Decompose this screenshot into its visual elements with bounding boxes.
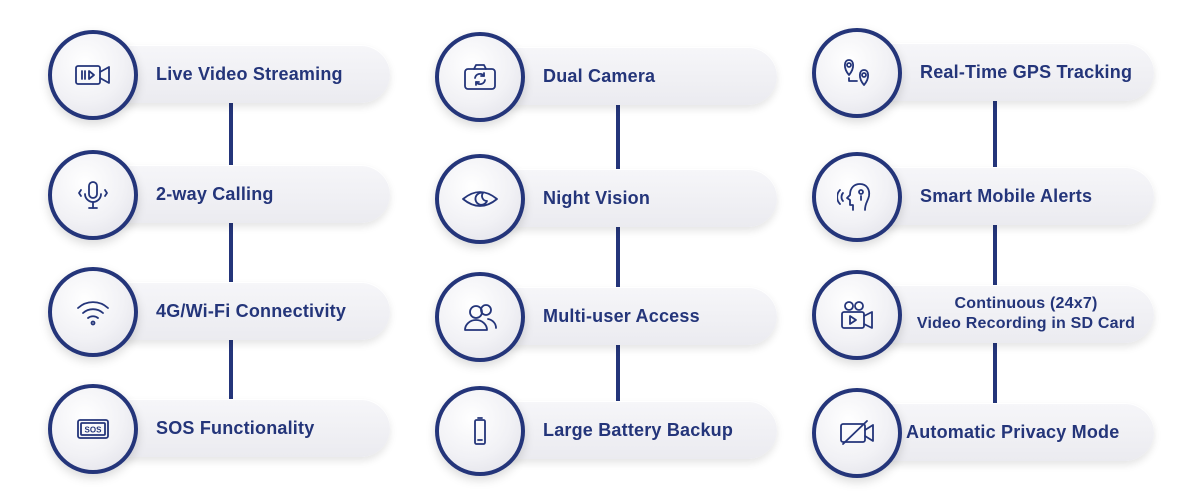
microphone-icon [73, 175, 113, 215]
feature-label: SOS Functionality [156, 417, 315, 438]
feature-badge [812, 388, 902, 478]
feature-column-2: Dual Camera Night Vision Multi-user Acce… [431, 0, 791, 496]
feature-pill [864, 43, 1154, 101]
feature-column-1: Live Video Streaming 2-way Calling 4G/Wi… [44, 0, 404, 496]
feature-label: Real-Time GPS Tracking [920, 61, 1133, 82]
feature-pill [487, 287, 777, 345]
wifi-icon [73, 292, 113, 332]
video-stream-icon [73, 55, 113, 95]
feature-badge [48, 267, 138, 357]
feature-sos: SOS Functionality SOS [44, 380, 404, 476]
feature-pill [487, 47, 777, 105]
feature-badge [435, 154, 525, 244]
feature-badge [812, 152, 902, 242]
feature-large-battery-backup: Large Battery Backup [431, 382, 791, 478]
smart-head-alert-icon [837, 177, 877, 217]
feature-pill [100, 165, 390, 223]
users-icon [460, 297, 500, 337]
battery-icon [460, 411, 500, 451]
feature-live-video-streaming: Live Video Streaming [44, 26, 404, 122]
feature-badge [812, 270, 902, 360]
sos-icon: SOS [73, 409, 113, 449]
feature-badge [48, 150, 138, 240]
feature-night-vision: Night Vision [431, 150, 791, 246]
eye-moon-icon [460, 179, 500, 219]
feature-pill [100, 399, 390, 457]
feature-label: Large Battery Backup [543, 419, 734, 440]
feature-badge [48, 30, 138, 120]
feature-label: Multi-user Access [543, 305, 700, 326]
location-pins-icon [837, 53, 877, 93]
video-off-icon [837, 413, 877, 453]
sos-icon-text: SOS [85, 426, 103, 435]
feature-gps-tracking: Real-Time GPS Tracking [808, 24, 1168, 120]
feature-label: 4G/Wi-Fi Connectivity [156, 300, 347, 321]
column-connector-line [993, 85, 997, 415]
feature-badge [435, 386, 525, 476]
feature-badge [435, 272, 525, 362]
feature-pill [100, 45, 390, 103]
feature-badge [435, 32, 525, 122]
feature-column-3: Real-Time GPS Tracking Smart Mobile Aler… [808, 0, 1168, 496]
feature-connectivity: 4G/Wi-Fi Connectivity [44, 263, 404, 359]
feature-label: Live Video Streaming [156, 63, 343, 84]
feature-pill [487, 401, 777, 459]
feature-label: Automatic Privacy Mode [906, 421, 1120, 442]
feature-label: Smart Mobile Alerts [920, 185, 1093, 206]
feature-label: Night Vision [543, 187, 651, 208]
feature-label: 2-way Calling [156, 183, 274, 204]
feature-pill [864, 285, 1154, 343]
feature-pill [864, 167, 1154, 225]
feature-badge [812, 28, 902, 118]
feature-pill [100, 282, 390, 340]
video-camera-icon [837, 295, 877, 335]
feature-dual-camera: Dual Camera [431, 28, 791, 124]
feature-continuous-recording: Continuous (24x7) Video Recording in SD … [808, 266, 1168, 362]
feature-multi-user-access: Multi-user Access [431, 268, 791, 364]
feature-automatic-privacy-mode: Automatic Privacy Mode [808, 384, 1168, 480]
feature-pill [487, 169, 777, 227]
feature-badge: SOS [48, 384, 138, 474]
feature-label-line-1: Continuous (24x7) [954, 295, 1098, 312]
column-connector-line [229, 85, 233, 415]
feature-label-line-2: Video Recording in SD Card [916, 315, 1136, 332]
camera-switch-icon [460, 57, 500, 97]
feature-label: Continuous (24x7) Video Recording in SD … [906, 285, 1146, 343]
feature-2-way-calling: 2-way Calling [44, 146, 404, 242]
feature-pill [864, 403, 1154, 461]
column-connector-line [616, 85, 620, 415]
feature-label: Dual Camera [543, 65, 656, 86]
feature-smart-mobile-alerts: Smart Mobile Alerts [808, 148, 1168, 244]
